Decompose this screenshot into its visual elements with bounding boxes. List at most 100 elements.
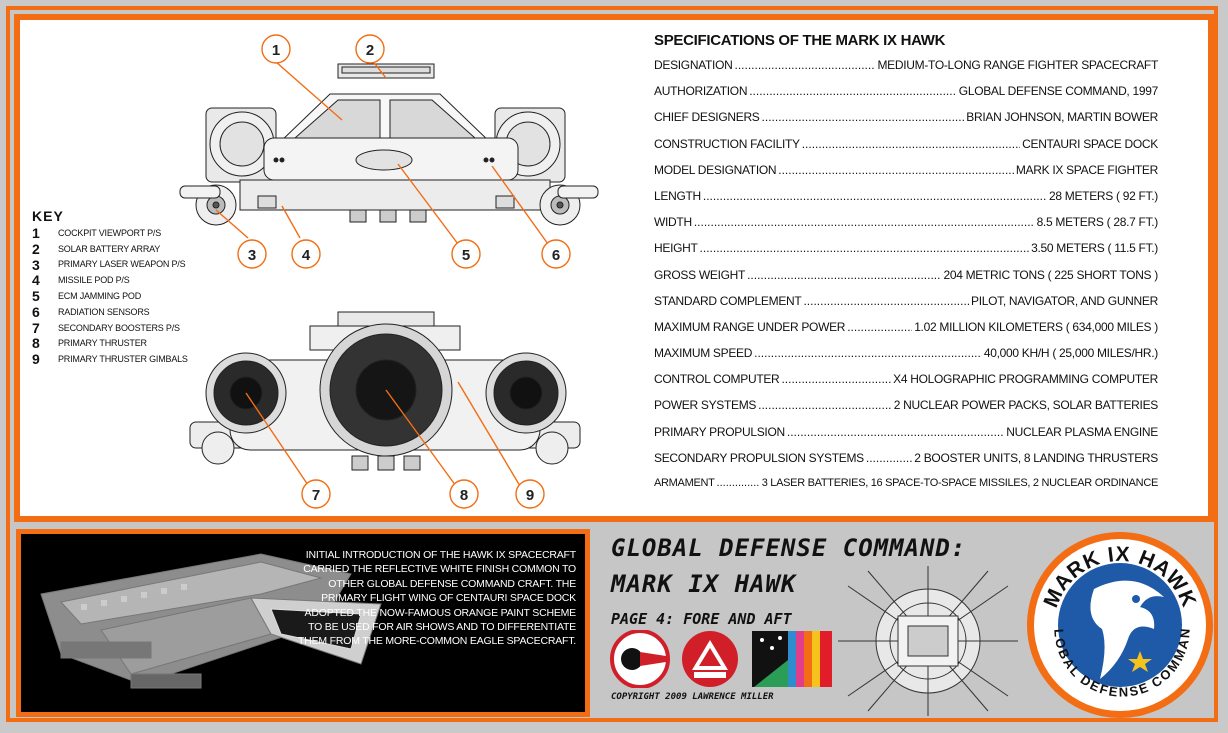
- callout-9: 9: [515, 479, 545, 509]
- gdc-title: GLOBAL DEFENSE COMMAND:: [611, 534, 967, 562]
- rear-view: [189, 311, 581, 471]
- spec-label: AUTHORIZATION: [654, 84, 748, 99]
- spec-row: CONTROL COMPUTERX4 HOLOGRAPHIC PROGRAMMI…: [654, 372, 1158, 398]
- spec-row: HEIGHT3.50 METERS ( 11.5 FT.): [654, 241, 1158, 267]
- spec-row: GROSS WEIGHT 204 METRIC TONS ( 225 SHORT …: [654, 268, 1158, 294]
- callout-9-label: 9: [526, 487, 534, 504]
- flag-icon: [752, 631, 832, 687]
- key-num: 3: [32, 256, 40, 273]
- spec-value: 2 BOOSTER UNITS, 8 LANDING THRUSTERS: [914, 450, 1158, 465]
- spec-value: 40,000 KH/H ( 25,000 MILES/HR.): [983, 346, 1158, 361]
- intro-paragraph: INITIAL INTRODUCTION OF THE HAWK IX SPAC…: [297, 549, 576, 648]
- spec-value: CENTAURI SPACE DOCK: [1022, 136, 1158, 151]
- key-label: RADIATION SENSORS: [58, 306, 150, 317]
- mark-ix-hawk-patch: MARK IX HAWK GLOBAL DEFENSE COMMAND: [1024, 529, 1213, 718]
- spec-value: X4 HOLOGRAPHIC PROGRAMMING COMPUTER: [893, 372, 1158, 387]
- callout-7: 7: [301, 479, 331, 509]
- spec-row: CONSTRUCTION FACILITY CENTAURI SPACE DOCK: [654, 137, 1158, 163]
- spec-label: CONSTRUCTION FACILITY: [654, 136, 800, 151]
- key-label: PRIMARY THRUSTER GIMBALS: [58, 354, 188, 365]
- callout-5: 5: [451, 239, 481, 269]
- spec-row: POWER SYSTEMS 2 NUCLEAR POWER PACKS, SOLA…: [654, 398, 1158, 424]
- key-label: ECM JAMMING POD: [58, 291, 142, 302]
- callout-2: 2: [355, 34, 385, 64]
- key-row-9: 9 PRIMARY THRUSTER GIMBALS: [32, 351, 188, 367]
- spec-row: MAXIMUM SPEED 40,000 KH/H ( 25,000 MILES/…: [654, 346, 1158, 372]
- key-row-5: 5 ECM JAMMING POD: [32, 288, 188, 304]
- spacecraft-photo: [21, 534, 585, 712]
- spec-row: AUTHORIZATION GLOBAL DEFENSE COMMAND, 199…: [654, 84, 1158, 110]
- star-icon: [1128, 651, 1152, 672]
- callout-6: 6: [541, 239, 571, 269]
- spec-label: STANDARD COMPLEMENT: [654, 293, 802, 308]
- spec-row: STANDARD COMPLEMENT PILOT, NAVIGATOR, AND…: [654, 294, 1158, 320]
- callout-6-label: 6: [552, 247, 560, 264]
- spec-value: NUCLEAR PLASMA ENGINE: [1006, 424, 1158, 439]
- spec-label: GROSS WEIGHT: [654, 267, 746, 282]
- key-row-6: 6 RADIATION SENSORS: [32, 304, 188, 320]
- spec-value: BRIAN JOHNSON, MARTIN BOWER: [966, 110, 1158, 125]
- spec-label: POWER SYSTEMS: [654, 398, 757, 413]
- key-num: 1: [32, 224, 40, 241]
- spec-value: 3.50 METERS ( 11.5 FT.): [1031, 241, 1158, 256]
- callout-5-label: 5: [462, 247, 470, 264]
- callout-2-label: 2: [366, 42, 374, 59]
- spec-label: PRIMARY PROPULSION: [654, 424, 785, 439]
- spec-label: MAXIMUM RANGE UNDER POWER: [654, 319, 846, 334]
- key-row-1: 1 COCKPIT VIEWPORT P/S: [32, 225, 188, 241]
- key-label: SOLAR BATTERY ARRAY: [58, 243, 161, 254]
- key-num: 5: [32, 288, 40, 305]
- spec-value: PILOT, NAVIGATOR, AND GUNNER: [971, 293, 1158, 308]
- spec-row: DESIGNATIONMEDIUM-TO-LONG RANGE FIGHTER …: [654, 58, 1158, 84]
- specs-title: SPECIFICATIONS OF THE MARK IX HAWK: [654, 32, 946, 49]
- key-num: 8: [32, 335, 40, 352]
- hawk-head-icon: [1090, 580, 1164, 679]
- key-label: COCKPIT VIEWPORT P/S: [58, 227, 162, 238]
- triangle-badge-icon: [682, 631, 738, 687]
- spec-value: GLOBAL DEFENSE COMMAND, 1997: [958, 84, 1159, 99]
- spec-label: DESIGNATION: [654, 58, 733, 72]
- spec-row: MODEL DESIGNATIONMARK IX SPACE FIGHTER: [654, 163, 1158, 189]
- top-view-schematic: [838, 566, 1018, 716]
- key-label: MISSILE POD P/S: [58, 275, 130, 286]
- spec-label: LENGTH: [654, 188, 701, 203]
- spec-label: WIDTH: [654, 215, 692, 230]
- callout-3-label: 3: [248, 247, 256, 264]
- spec-value: 1.02 MILLION KILOMETERS ( 634,000 MILES …: [914, 319, 1158, 334]
- callout-4: 4: [291, 239, 321, 269]
- spec-value: 204 METRIC TONS ( 225 SHORT TONS ): [943, 267, 1158, 282]
- key-num: 2: [32, 240, 40, 257]
- key-row-7: 7 SECONDARY BOOSTERS P/S: [32, 320, 188, 336]
- ship-name: MARK IX HAWK: [611, 570, 797, 598]
- spec-row: ARMAMENT 3 LASER BATTERIES, 16 SPACE-TO-S…: [654, 477, 1158, 503]
- callout-1-label: 1: [272, 42, 280, 59]
- spec-value: 8.5 METERS ( 28.7 FT.): [1036, 215, 1159, 230]
- photo-panel: INITIAL INTRODUCTION OF THE HAWK IX SPAC…: [16, 529, 590, 717]
- front-view: [179, 63, 599, 226]
- key-num: 7: [32, 319, 40, 336]
- copyright: COPYRIGHT 2009 LAWRENCE MILLER: [611, 692, 774, 702]
- spec-row: SECONDARY PROPULSION SYSTEMS 2 BOOSTER UN…: [654, 451, 1158, 477]
- key-num: 9: [32, 351, 40, 368]
- spec-value: 28 METERS ( 92 FT.): [1049, 188, 1158, 203]
- spec-label: MAXIMUM SPEED: [654, 346, 753, 361]
- key-label: SECONDARY BOOSTERS P/S: [58, 322, 180, 333]
- page-label: PAGE 4: FORE AND AFT: [611, 610, 792, 628]
- spec-label: CHIEF DESIGNERS: [654, 110, 760, 125]
- spec-value: 2 NUCLEAR POWER PACKS, SOLAR BATTERIES: [893, 398, 1159, 413]
- spec-label: MODEL DESIGNATION: [654, 162, 777, 177]
- callout-3: 3: [237, 239, 267, 269]
- callout-7-label: 7: [312, 487, 320, 504]
- insignia-row: [610, 630, 832, 688]
- spec-value: 3 LASER BATTERIES, 16 SPACE-TO-SPACE MIS…: [761, 477, 1159, 489]
- callout-1: 1: [261, 34, 291, 64]
- spec-label: SECONDARY PROPULSION SYSTEMS: [654, 450, 864, 465]
- spec-label: ARMAMENT: [654, 477, 715, 489]
- key-row-2: 2 SOLAR BATTERY ARRAY: [32, 241, 188, 257]
- spec-row: CHIEF DESIGNERS BRIAN JOHNSON, MARTIN BOW…: [654, 110, 1158, 136]
- key-num: 6: [32, 303, 40, 320]
- eagle-badge-icon: [610, 630, 670, 688]
